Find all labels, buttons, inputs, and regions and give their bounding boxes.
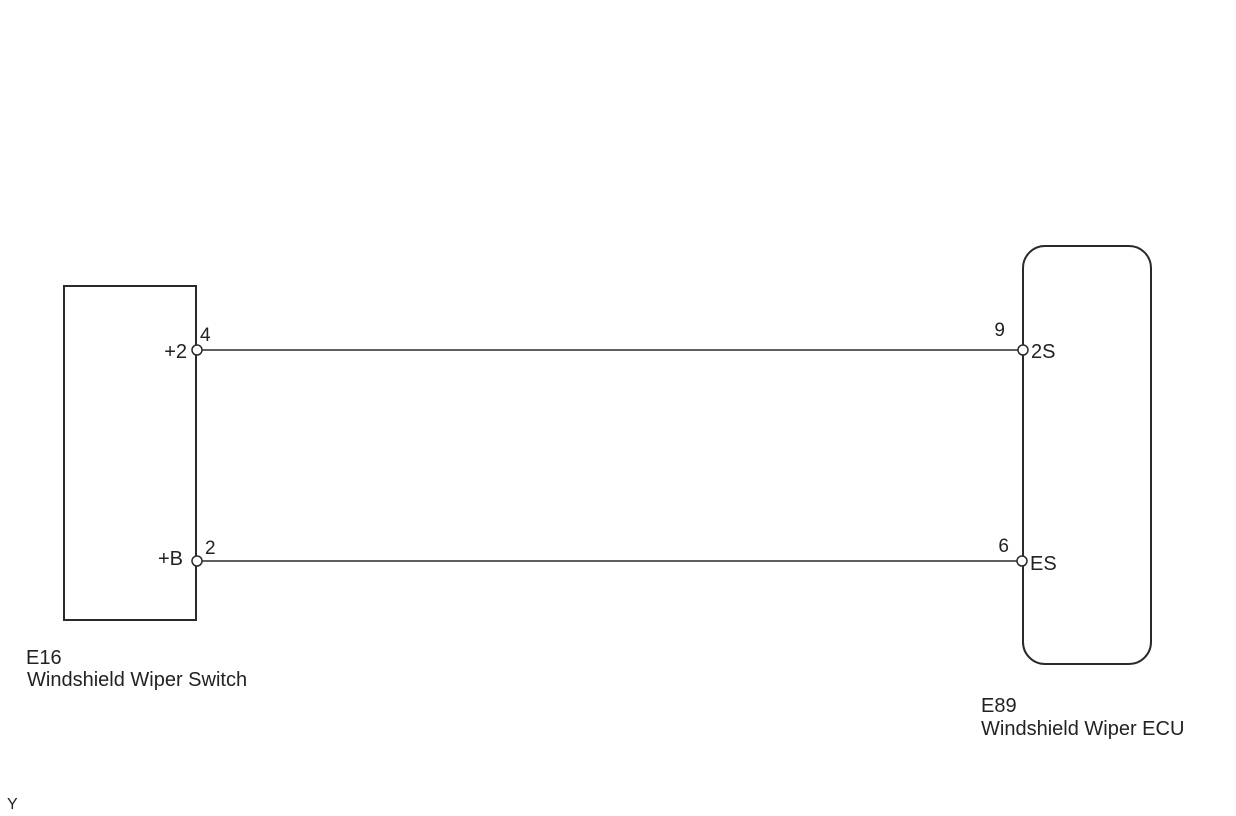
ecu-terminal-top [1017,344,1029,356]
ecu-terminal-bottom [1016,555,1028,567]
switch-terminal-top-pin: 4 [200,325,211,346]
ecu-terminal-bottom-pin: 6 [998,536,1009,557]
ecu-name-label: Windshield Wiper ECU [981,718,1184,740]
switch-terminal-bottom [191,555,203,567]
switch-code-label: E16 [26,647,62,669]
switch-component-box [63,285,197,621]
switch-terminal-bottom-label: +B [158,548,183,570]
switch-terminal-top [191,344,203,356]
ecu-terminal-top-label: 2S [1031,341,1055,363]
switch-terminal-bottom-pin: 2 [205,538,216,559]
switch-terminal-top-label: +2 [164,341,187,363]
ecu-terminal-bottom-label: ES [1030,553,1057,575]
ecu-component-box [1022,245,1152,665]
footer-code: Y [7,796,18,813]
ecu-code-label: E89 [981,695,1017,717]
ecu-terminal-top-pin: 9 [994,320,1005,341]
switch-name-label: Windshield Wiper Switch [27,669,247,691]
